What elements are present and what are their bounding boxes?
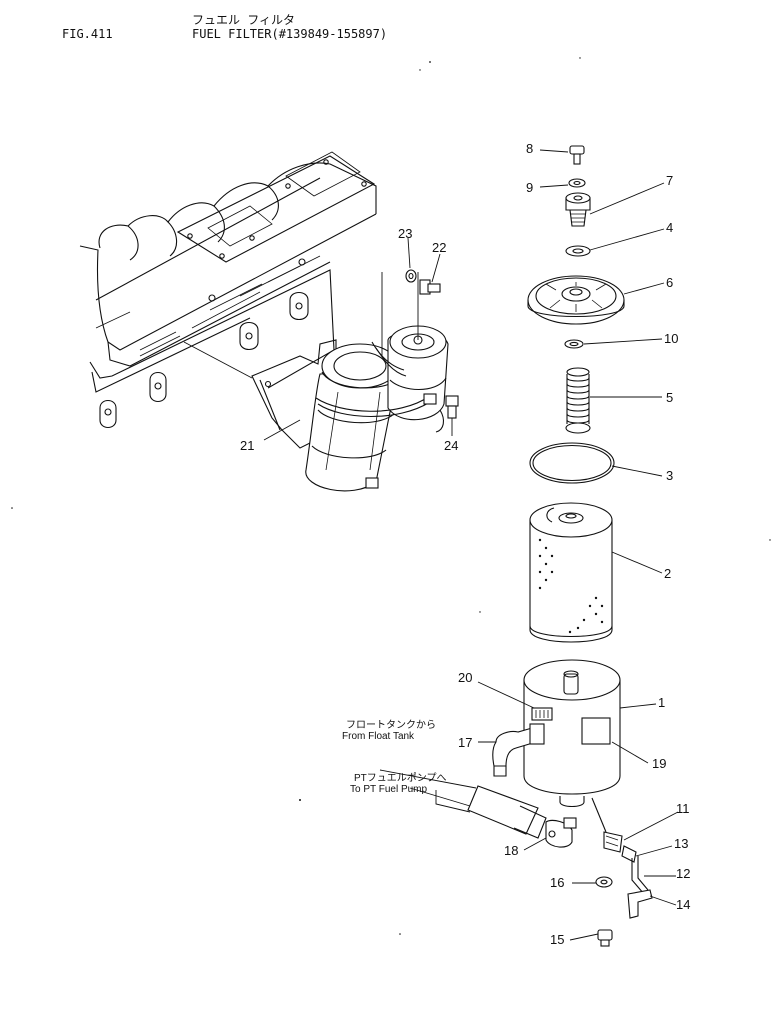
figure-title: FUEL FILTER(#139849-155897) — [192, 27, 388, 41]
part-7-stud — [565, 192, 591, 227]
callout-12: 12 — [676, 866, 690, 881]
part-20-plug — [531, 707, 553, 721]
note-from-float-tank-jp: フロートタンクから — [346, 719, 436, 731]
callout-19: 19 — [652, 756, 666, 771]
part-17-elbow — [492, 723, 545, 777]
callout-8: 8 — [526, 141, 533, 156]
note-to-pt-pump: To PT Fuel Pump — [350, 784, 428, 795]
callout-17: 17 — [458, 735, 472, 750]
assembled-filter-illustration — [183, 325, 449, 492]
leader-lines — [263, 149, 679, 941]
title-japanese: フュエル フィルタ — [192, 13, 295, 27]
callout-3: 3 — [666, 468, 673, 483]
callout-numbers: 8 9 7 4 6 10 5 3 2 1 19 20 17 18 11 13 1… — [240, 141, 690, 947]
part-13-fitting — [621, 845, 637, 863]
callout-13: 13 — [674, 836, 688, 851]
callout-24: 24 — [444, 438, 458, 453]
note-to-pt-pump-jp: PTフュエルポンプへ — [354, 772, 446, 784]
callout-4: 4 — [666, 220, 673, 235]
callout-21: 21 — [240, 438, 254, 453]
part-15-bolt — [597, 929, 613, 947]
part-18-drain-fitting — [467, 785, 577, 848]
callout-23: 23 — [398, 226, 412, 241]
callout-20: 20 — [458, 670, 472, 685]
callout-15: 15 — [550, 932, 564, 947]
scan-specks — [11, 57, 771, 935]
part-1-filter-housing — [523, 659, 621, 808]
callout-7: 7 — [666, 173, 673, 188]
part-14-clip — [627, 889, 653, 919]
part-6-cover — [527, 275, 625, 325]
part-23-washer — [405, 269, 417, 283]
part-19-label-plate — [581, 717, 611, 745]
part-22-bolt — [419, 279, 441, 295]
part-12-tube — [631, 858, 645, 895]
part-11-drain-cock — [591, 797, 623, 853]
callout-5: 5 — [666, 390, 673, 405]
callout-22: 22 — [432, 240, 446, 255]
routing-notes: フロートタンクから From Float Tank PTフュエルポンプへ To … — [342, 719, 446, 795]
part-5-spring — [565, 367, 591, 434]
filter-perforation-dots — [538, 538, 604, 634]
part-24-bolt — [445, 395, 459, 419]
part-3-o-ring — [529, 442, 615, 484]
callout-11: 11 — [676, 801, 690, 816]
figure-number: FIG.411 — [62, 27, 113, 41]
part-2-filter-element — [529, 502, 613, 643]
exploded-parts-column — [379, 145, 653, 947]
callout-2: 2 — [664, 566, 671, 581]
callout-18: 18 — [504, 843, 518, 858]
callout-9: 9 — [526, 180, 533, 195]
callout-10: 10 — [664, 331, 678, 346]
callout-6: 6 — [666, 275, 673, 290]
note-from-float-tank: From Float Tank — [342, 731, 415, 742]
part-9-washer — [568, 178, 586, 188]
engine-block-illustration — [79, 151, 377, 429]
part-4-gasket — [565, 245, 591, 257]
callout-16: 16 — [550, 875, 564, 890]
part-16-washer — [595, 876, 613, 888]
part-8-bolt — [569, 145, 585, 165]
part-10-o-ring — [564, 339, 584, 349]
callout-14: 14 — [676, 897, 690, 912]
callout-1: 1 — [658, 695, 665, 710]
